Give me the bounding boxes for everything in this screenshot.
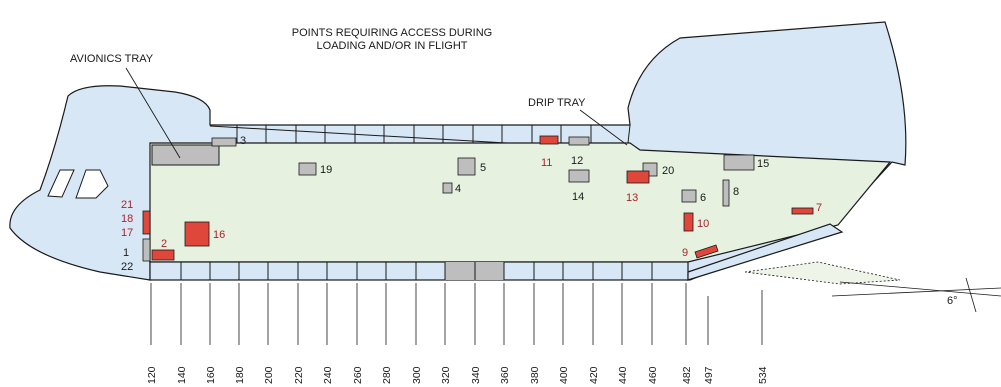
station-label-280: 280: [381, 366, 393, 384]
station-label-380: 380: [529, 366, 541, 384]
station-label-497: 497: [703, 366, 715, 384]
point-11-marker: [539, 135, 559, 145]
point-16-label: 16: [213, 229, 225, 241]
avionics-tray-leader: [125, 67, 181, 159]
point-14-label: 14: [572, 191, 584, 203]
station-label-340: 340: [470, 366, 482, 384]
diagram-title-line1: POINTS REQUIRING ACCESS DURING: [292, 27, 492, 39]
ramp-angle-label: 6°: [947, 295, 958, 307]
avionics-tray-label: AVIONICS TRAY: [70, 53, 154, 65]
ramp-angle-line-b: [839, 281, 1001, 297]
aft-pylon-edge: [627, 124, 631, 144]
point-21-label: 21: [121, 199, 133, 211]
point-1-marker: [142, 238, 151, 262]
point-8-label: 8: [733, 186, 739, 198]
station-label-240: 240: [322, 366, 334, 384]
drip-tray-leader: [579, 109, 628, 146]
station-label-200: 200: [263, 366, 275, 384]
point-17-label: 17: [121, 227, 133, 239]
ramp-angle-line-a: [831, 287, 1001, 297]
station-label-420: 420: [588, 366, 600, 384]
point-16-marker: [184, 221, 210, 247]
point-7-label: 7: [816, 202, 822, 214]
point-6-marker: [681, 189, 697, 203]
station-label-260: 260: [352, 366, 364, 384]
station-label-360: 360: [499, 366, 511, 384]
point-18-label: 18: [121, 213, 133, 225]
point-5-marker: [457, 157, 476, 176]
station-label-180: 180: [234, 366, 246, 384]
ramp-angle-arrow: [965, 277, 977, 313]
point-15-label: 15: [757, 158, 769, 170]
point-10-marker: [683, 212, 694, 232]
point-19-label: 19: [320, 164, 332, 176]
point-12-marker: [568, 136, 590, 146]
point-4-label: 4: [455, 183, 461, 195]
station-lines: [150, 283, 763, 345]
point-12-label: 12: [571, 155, 583, 167]
point-3-label: 3: [240, 135, 246, 147]
point-9-marker: [694, 244, 719, 259]
point-19-marker: [298, 162, 317, 176]
point-1-label: 1: [123, 247, 129, 259]
station-label-120: 120: [146, 366, 158, 384]
station-label-320: 320: [440, 366, 452, 384]
point-7-marker: [791, 207, 814, 215]
cockpit-window-front: [47, 169, 75, 198]
cockpit-window-side: [75, 169, 109, 199]
point-17-18-marker: [142, 210, 151, 235]
point-6-label: 6: [700, 192, 706, 204]
point-2-marker: [151, 249, 175, 261]
point-14-marker: [568, 169, 590, 183]
station-label-300: 300: [411, 366, 423, 384]
ramp-lowered-outline: [744, 261, 901, 285]
point-8-marker: [722, 179, 730, 207]
point-11-label: 11: [541, 157, 552, 169]
floor-frame-band: [149, 261, 689, 281]
station-label-440: 440: [617, 366, 629, 384]
station-label-140: 140: [176, 366, 188, 384]
station-label-534: 534: [757, 366, 769, 384]
point-4-marker: [442, 182, 453, 194]
drip-tray-label: DRIP TRAY: [528, 97, 586, 109]
rear-ramp: [687, 223, 844, 281]
station-label-400: 400: [558, 366, 570, 384]
point-20-label: 20: [662, 165, 674, 177]
station-label-160: 160: [205, 366, 217, 384]
point-13-label: 13: [626, 192, 638, 204]
point-9-label: 9: [682, 247, 688, 259]
point-2-label: 2: [161, 238, 167, 250]
avionics-tray: [151, 144, 220, 166]
station-label-220: 220: [293, 366, 305, 384]
point-5-label: 5: [480, 162, 486, 174]
diagram-title-line2: LOADING AND/OR IN FLIGHT: [317, 40, 468, 52]
point-15-marker: [723, 154, 755, 171]
point-13-marker: [626, 170, 650, 184]
station-label-482: 482: [681, 366, 693, 384]
station-label-460: 460: [647, 366, 659, 384]
point-10-label: 10: [697, 218, 709, 230]
point-3-marker: [211, 137, 237, 147]
point-22-label: 22: [121, 261, 133, 273]
